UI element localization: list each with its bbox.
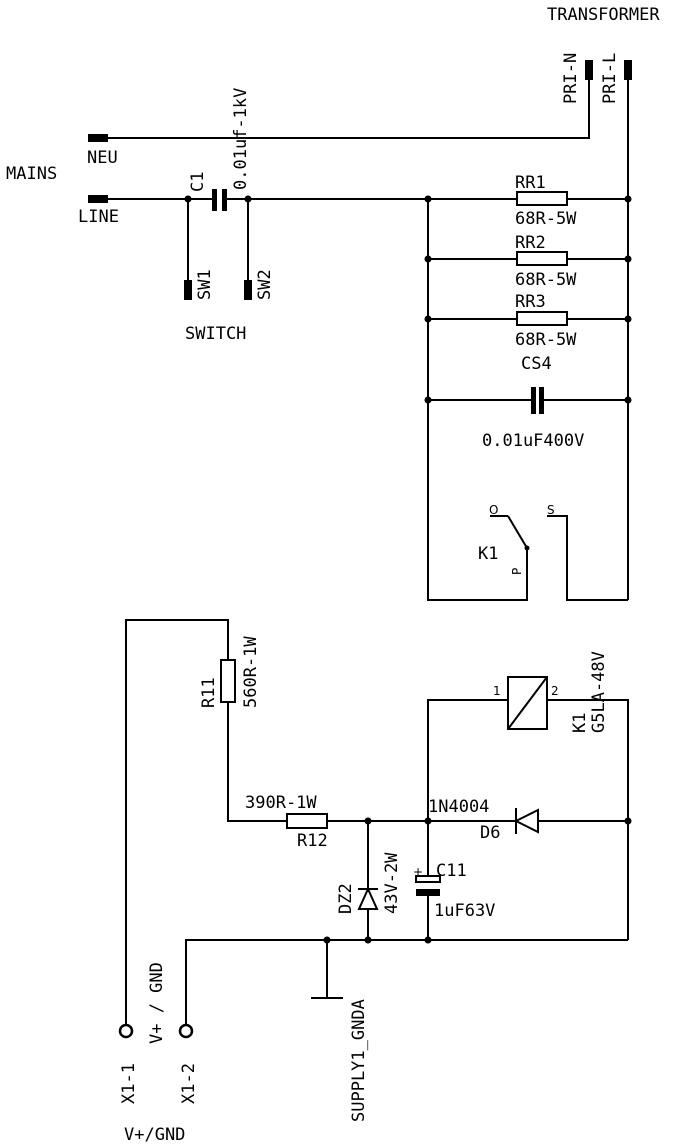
k1-coil-part: G5LA-48V bbox=[589, 651, 609, 733]
cs4-plate-left bbox=[531, 387, 536, 414]
wire-k1-s bbox=[547, 515, 628, 601]
rr3-resistor bbox=[516, 311, 568, 326]
k1-contact-pivot bbox=[524, 545, 530, 551]
pri-n-pin bbox=[585, 60, 593, 80]
sw1-label: SW1 bbox=[195, 269, 215, 300]
wire-x1-1 bbox=[125, 619, 229, 1024]
cs4-plate-right bbox=[539, 387, 544, 414]
line-terminal bbox=[88, 195, 108, 203]
junction-rr1-left bbox=[424, 195, 432, 203]
sw1-pin bbox=[184, 280, 192, 300]
rr1-label: RR1 bbox=[515, 173, 546, 193]
pri-l-pin bbox=[624, 60, 632, 80]
vgnd-rotated-label: V+ / GND bbox=[147, 962, 167, 1044]
k1-coil-diagonal bbox=[507, 676, 548, 730]
k1-pin-o: O bbox=[489, 503, 498, 517]
dz2-value: 43V-2W bbox=[382, 852, 402, 914]
wire-ground-bus bbox=[185, 939, 628, 1024]
dz2-diode bbox=[357, 886, 379, 910]
x1-2-label: X1-2 bbox=[179, 1063, 199, 1104]
rr1-resistor bbox=[516, 191, 568, 206]
k1-contact-label: K1 bbox=[478, 544, 498, 564]
x1-1-label: X1-1 bbox=[119, 1063, 139, 1104]
switch-label: SWITCH bbox=[185, 324, 246, 344]
neu-terminal bbox=[88, 134, 108, 142]
sw2-label: SW2 bbox=[255, 269, 275, 300]
junction-rr3-right bbox=[624, 315, 632, 323]
junction-d6-right bbox=[624, 817, 632, 825]
ground-net-label: SUPPLY1_GNDA bbox=[349, 999, 369, 1122]
d6-label: D6 bbox=[480, 823, 500, 843]
r11-value: 560R-1W bbox=[241, 636, 261, 708]
rr2-value: 68R-5W bbox=[515, 270, 577, 290]
r12-value: 390R-1W bbox=[245, 793, 317, 813]
junction-ground bbox=[323, 936, 331, 944]
junction-c11-top bbox=[424, 817, 432, 825]
wire-k1-coil bbox=[427, 699, 629, 940]
d6-part: 1N4004 bbox=[428, 797, 489, 817]
x1-1-terminal bbox=[118, 1023, 134, 1039]
c1-plate-right bbox=[222, 189, 227, 211]
junction-cs4-right bbox=[624, 396, 632, 404]
rr3-label: RR3 bbox=[515, 292, 546, 312]
cs4-value: 0.01uF400V bbox=[482, 431, 584, 451]
junction-rr1-right bbox=[624, 195, 632, 203]
pri-n-label: PRI-N bbox=[561, 53, 581, 104]
vgnd-label: V+/GND bbox=[124, 1125, 185, 1145]
r11-resistor bbox=[220, 659, 236, 703]
junction-c11-bottom bbox=[424, 936, 432, 944]
x1-2-terminal bbox=[178, 1023, 194, 1039]
junction-sw1 bbox=[184, 195, 192, 203]
k1-coil-pin2: 2 bbox=[551, 684, 559, 698]
pri-l-label: PRI-L bbox=[600, 53, 620, 104]
junction-rr3-left bbox=[424, 315, 432, 323]
c11-label: C11 bbox=[436, 861, 467, 881]
junction-rr2-left bbox=[424, 255, 432, 263]
rr2-resistor bbox=[516, 251, 568, 266]
c11-plus: + bbox=[413, 865, 423, 879]
k1-contact-arm bbox=[507, 515, 528, 549]
neu-label: NEU bbox=[87, 148, 118, 168]
c11-plate-negative bbox=[416, 889, 440, 896]
r12-label: R12 bbox=[297, 831, 328, 851]
wire-neutral bbox=[108, 80, 590, 139]
r12-resistor bbox=[286, 813, 328, 829]
line-label: LINE bbox=[78, 207, 119, 227]
junction-dz2-bottom bbox=[364, 936, 372, 944]
wire-r11-r12 bbox=[227, 702, 287, 822]
c1-label: C1 bbox=[188, 172, 208, 192]
c1-value: 0.01uf-1kV bbox=[231, 88, 251, 190]
k1-coil-label: K1 bbox=[570, 713, 590, 733]
junction-sw2 bbox=[244, 195, 252, 203]
junction-rr2-right bbox=[624, 255, 632, 263]
transformer-label: TRANSFORMER bbox=[547, 5, 660, 25]
rr3-value: 68R-5W bbox=[515, 330, 577, 350]
c1-plate-left bbox=[212, 189, 217, 211]
d6-diode bbox=[513, 808, 539, 834]
dz2-label: DZ2 bbox=[336, 883, 356, 914]
cs4-label: CS4 bbox=[521, 354, 552, 374]
junction-dz2-top bbox=[364, 817, 372, 825]
mains-label: MAINS bbox=[6, 164, 57, 184]
r11-label: R11 bbox=[199, 677, 219, 708]
sw2-pin bbox=[244, 280, 252, 300]
c11-plate-positive bbox=[415, 875, 441, 883]
k1-pin-s: S bbox=[547, 503, 555, 517]
junction-cs4-left bbox=[424, 396, 432, 404]
rr2-label: RR2 bbox=[515, 233, 546, 253]
c11-value: 1uF63V bbox=[434, 901, 495, 921]
k1-pin-p: P bbox=[510, 568, 524, 575]
rr1-value: 68R-5W bbox=[515, 209, 577, 229]
k1-coil-pin1: 1 bbox=[493, 684, 501, 698]
